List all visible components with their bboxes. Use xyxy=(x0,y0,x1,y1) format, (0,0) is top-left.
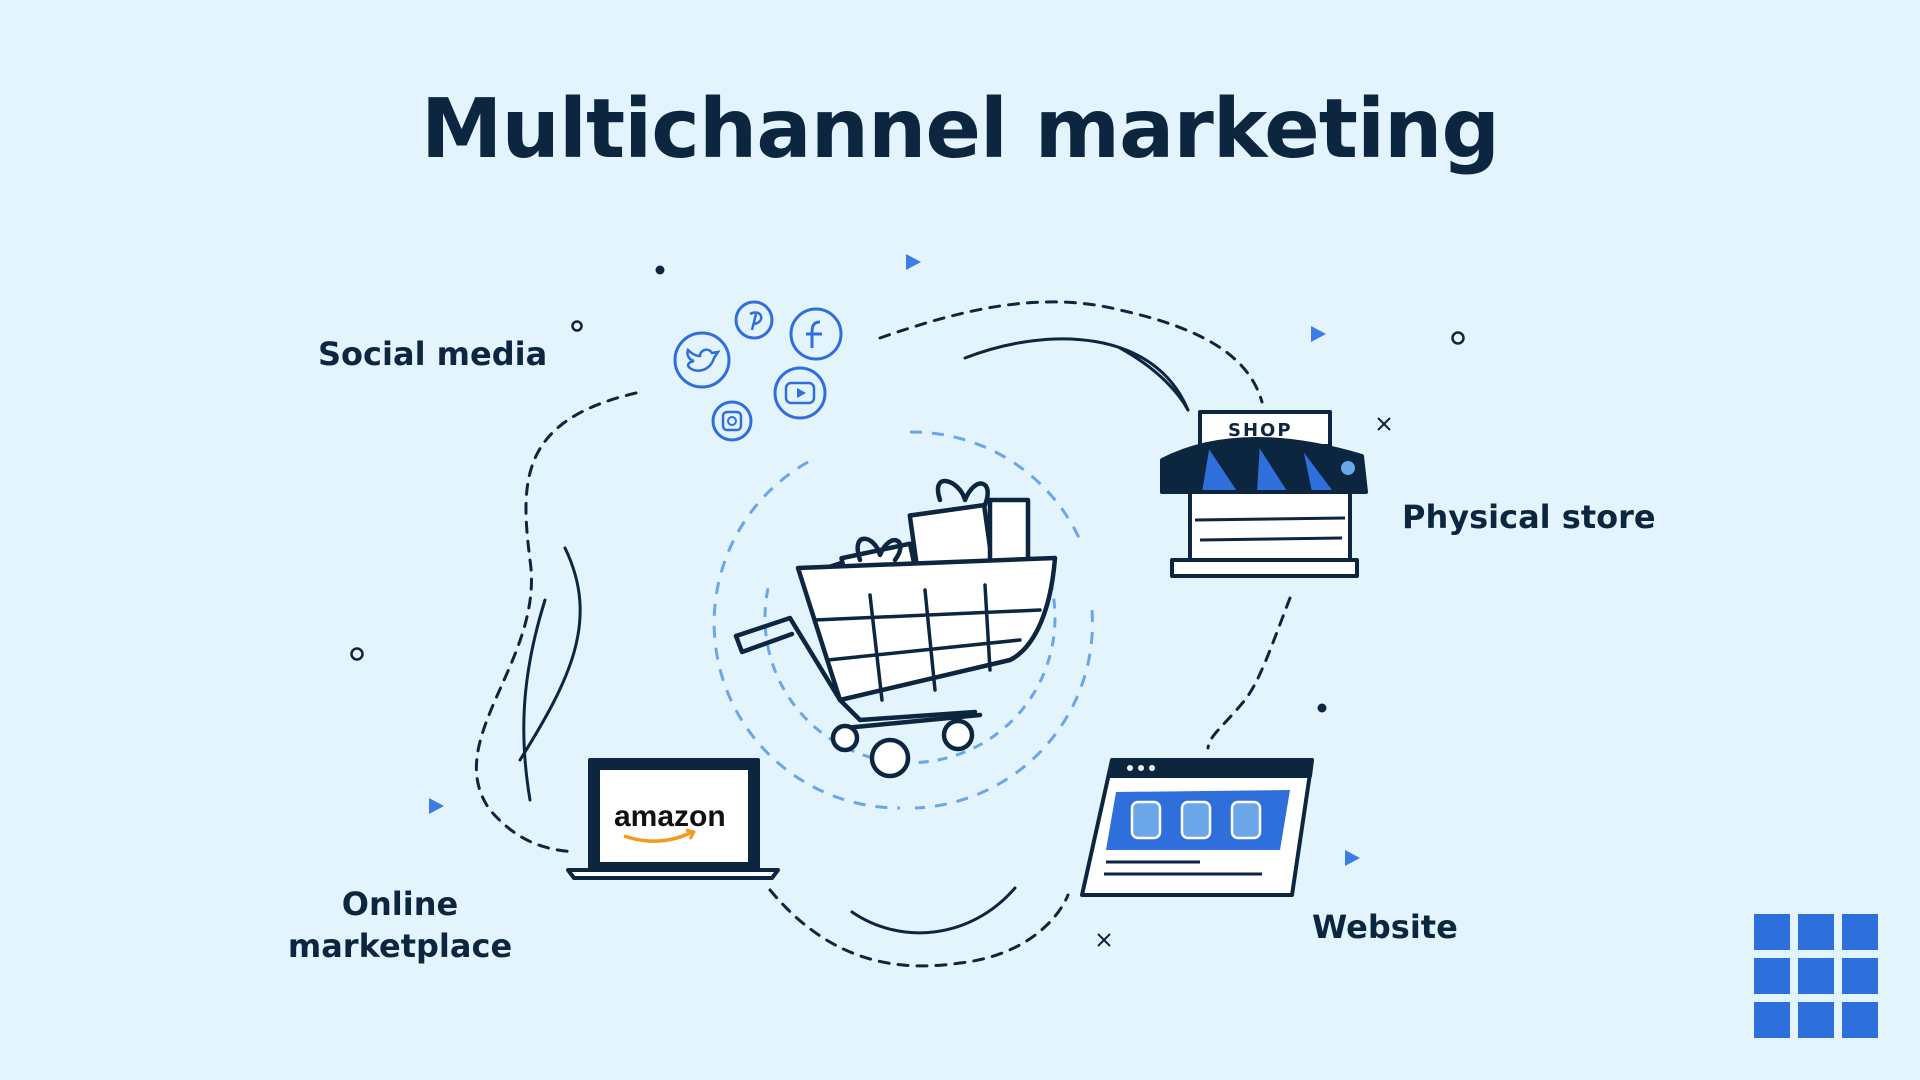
label-website: Website xyxy=(1312,908,1458,946)
triangle-decoration xyxy=(906,254,921,270)
connector-marketplace-website xyxy=(768,888,1070,968)
swoosh-left-2 xyxy=(522,598,547,802)
triangle-decoration xyxy=(1311,326,1326,342)
connector-social-marketplace xyxy=(475,391,638,854)
facebook-icon xyxy=(789,307,843,361)
laptop-icon: amazon xyxy=(566,758,780,880)
label-online-marketplace-line1: Online xyxy=(341,885,459,923)
dot-decoration xyxy=(655,265,665,275)
label-physical-store: Physical store xyxy=(1402,498,1656,536)
ring-decoration xyxy=(1451,331,1465,345)
shop-icon: SHOP xyxy=(1160,410,1368,578)
swoosh-bottom xyxy=(850,886,1017,935)
shopping-cart-icon xyxy=(733,479,1058,779)
page-title: Multichannel marketing xyxy=(420,82,1500,177)
instagram-icon xyxy=(711,400,753,442)
swoosh-left xyxy=(518,546,582,762)
swoosh-top-small xyxy=(1118,346,1190,412)
decorations xyxy=(350,254,1465,947)
label-online-marketplace-line2: marketplace xyxy=(287,927,513,965)
swoosh-top xyxy=(963,337,1190,412)
label-online-marketplace: Online marketplace xyxy=(270,883,530,967)
social-icons xyxy=(673,300,843,442)
cart-rings xyxy=(712,430,1094,810)
laptop-brand-text: amazon xyxy=(614,800,726,833)
ring-decoration xyxy=(350,647,364,661)
ring-decoration xyxy=(571,320,583,332)
browser-window-icon xyxy=(1080,758,1314,897)
connector-store-website xyxy=(1206,596,1292,750)
youtube-icon xyxy=(773,366,827,420)
twitter-icon xyxy=(673,331,731,389)
triangle-decoration xyxy=(429,798,444,814)
triangle-decoration xyxy=(1345,850,1360,866)
label-social-media: Social media xyxy=(318,335,548,373)
pinterest-icon xyxy=(734,300,774,340)
connector-social-store xyxy=(878,300,1264,404)
dot-decoration xyxy=(1317,703,1327,713)
sparkle-decoration xyxy=(1097,417,1391,947)
shop-sign-text: SHOP xyxy=(1228,420,1293,441)
grid-logo-icon xyxy=(1754,914,1878,1038)
